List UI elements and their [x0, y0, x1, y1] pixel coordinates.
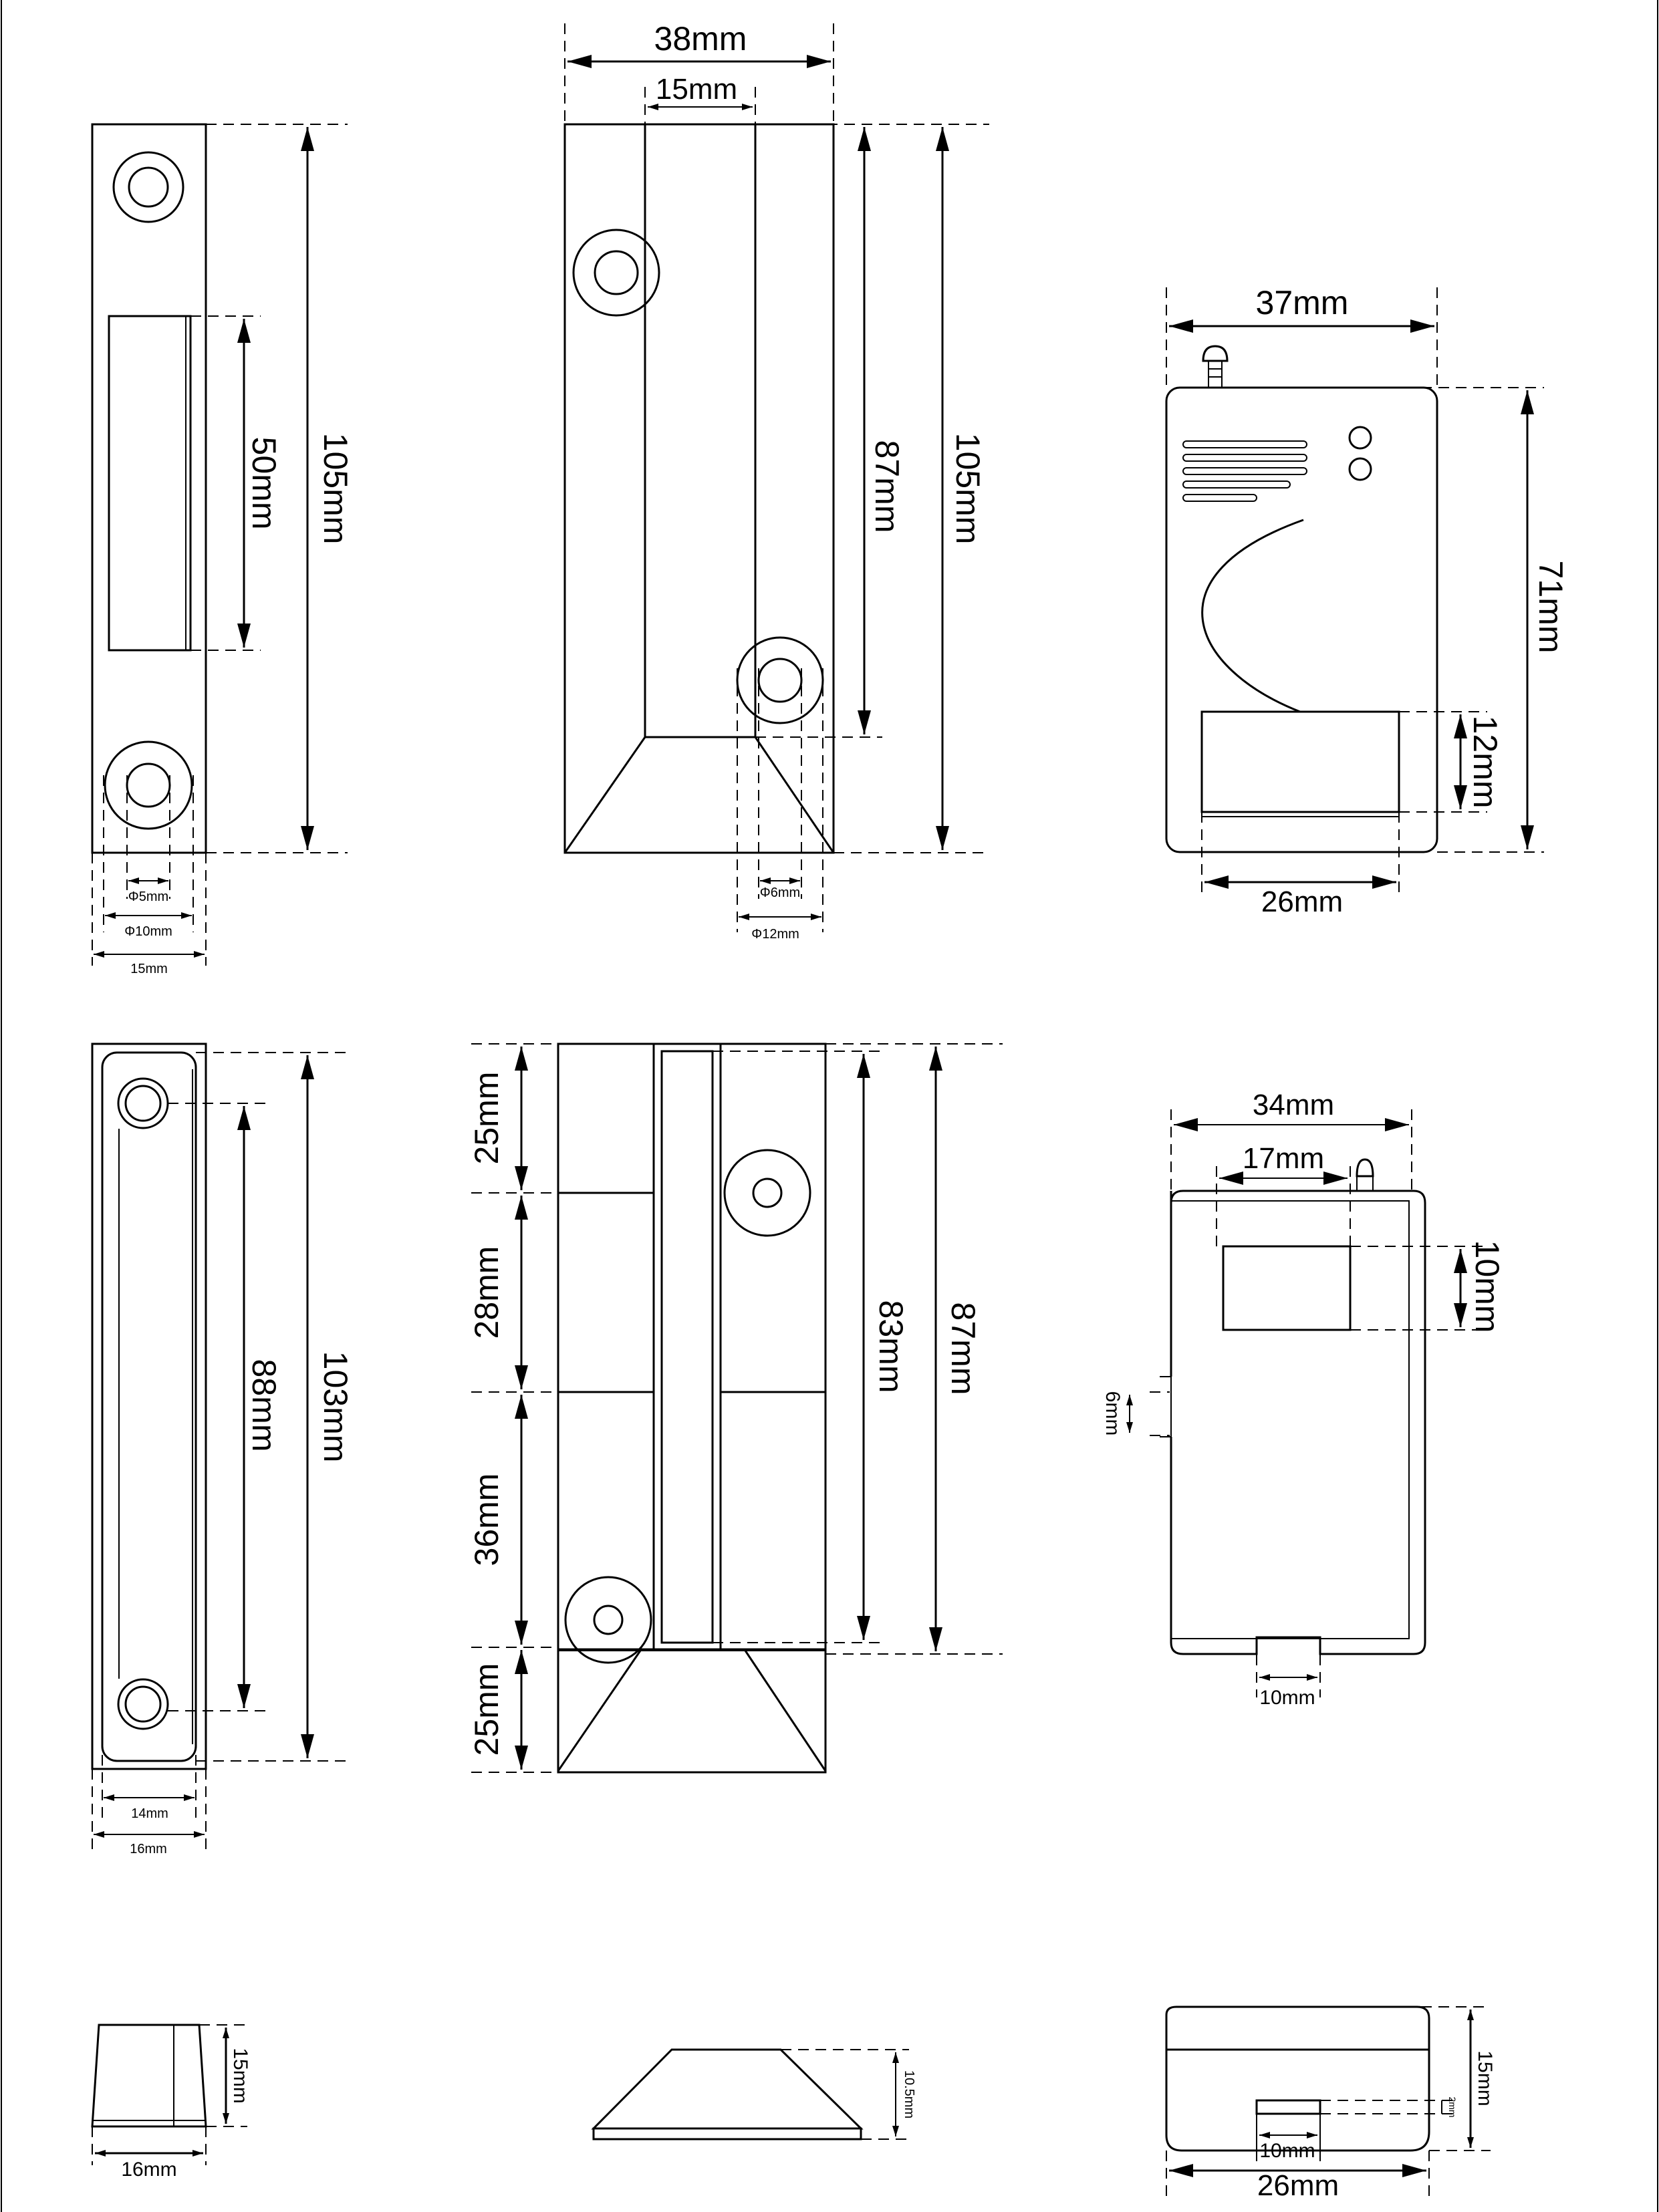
dim-label: 15mm: [229, 2048, 251, 2103]
dim-label: 25mm: [468, 1072, 505, 1165]
dim-label: 37mm: [1256, 284, 1349, 321]
dim-label: Φ10mm: [124, 924, 172, 939]
view-magnet-side: 38mm 15mm 87mm 105mm Φ6mm Φ12mm: [563, 20, 989, 942]
dim-label: 88mm: [245, 1359, 283, 1452]
dim-label: 17mm: [1243, 1142, 1324, 1175]
dim-label: 15mm: [656, 73, 737, 106]
dim-label: 6mm: [1102, 1391, 1124, 1436]
dim-label: 83mm: [872, 1300, 910, 1393]
dim-label: 16mm: [121, 2159, 176, 2181]
dim-label: 10.5mm: [902, 2070, 916, 2118]
dim-label: 50mm: [245, 437, 283, 530]
dim-label: Φ12mm: [751, 927, 799, 942]
dim-label: 26mm: [1261, 885, 1343, 918]
dim-label: 105mm: [317, 433, 354, 545]
view-transmitter-front: 37mm 71mm 12mm 26mm: [1165, 284, 1569, 918]
dim-label: Φ5mm: [128, 889, 168, 904]
dim-label: 105mm: [949, 433, 987, 545]
dim-label: 28mm: [468, 1246, 505, 1339]
dim-label: 10mm: [1259, 1687, 1315, 1709]
view-magnet-back: 103mm 88mm 14mm 16mm: [91, 1043, 354, 1856]
view-transmitter-end: 10.5mm: [591, 2048, 916, 2140]
dim-label: 15mm: [130, 962, 168, 976]
dim-label: 87mm: [868, 440, 906, 533]
view-transmitter-open: 34mm 17mm 10mm 6mm 10mm: [1102, 1089, 1506, 1709]
dim-label: 14mm: [131, 1806, 168, 1821]
dim-label: 16mm: [130, 1842, 167, 1856]
dim-label: 34mm: [1253, 1089, 1334, 1121]
dim-label: 10mm: [1259, 2140, 1315, 2162]
dim-label: 25mm: [468, 1663, 505, 1756]
dim-label: 2mm: [1447, 2096, 1458, 2117]
dim-label: 26mm: [1257, 2169, 1339, 2202]
dim-label: 87mm: [944, 1302, 982, 1395]
dim-label: 36mm: [468, 1474, 505, 1566]
view-transmitter-bottom: 15mm 2mm 10mm 26mm: [1165, 2006, 1496, 2202]
dim-label: 71mm: [1532, 561, 1569, 654]
dim-label: Φ6mm: [760, 885, 800, 900]
view-transmitter-side: 25mm 28mm 36mm 25mm 83mm 87mm: [468, 1043, 1003, 1774]
dim-label: 38mm: [654, 20, 747, 57]
dim-label: 103mm: [317, 1351, 354, 1463]
dim-label: 15mm: [1474, 2050, 1496, 2106]
view-magnet-front: 105mm 50mm Φ5mm Φ10mm 15mm: [91, 123, 354, 976]
view-magnet-end: 15mm 16mm: [91, 2024, 251, 2181]
dim-label: 10mm: [1469, 1240, 1506, 1333]
dim-label: 12mm: [1466, 716, 1504, 809]
